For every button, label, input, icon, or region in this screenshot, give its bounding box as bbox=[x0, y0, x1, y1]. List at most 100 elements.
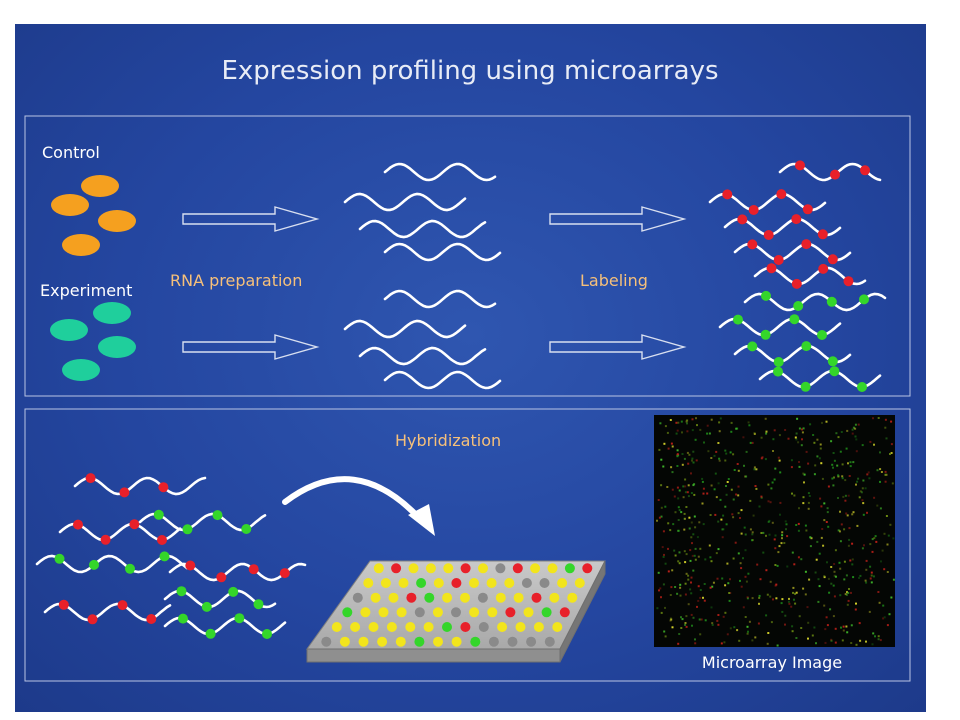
microarray-speckle bbox=[823, 575, 826, 578]
microarray-speckle bbox=[776, 644, 779, 647]
label-dot bbox=[791, 214, 802, 225]
microarray-speckle bbox=[816, 540, 819, 543]
labeling-label: Labeling bbox=[580, 271, 648, 290]
label-dot bbox=[157, 535, 167, 545]
microarray-speckle bbox=[737, 485, 740, 488]
microarray-speckle bbox=[823, 519, 826, 522]
plate-spot bbox=[539, 578, 550, 588]
experiment-cell bbox=[62, 359, 100, 381]
microarray-speckle bbox=[826, 561, 828, 564]
microarray-speckle bbox=[735, 427, 738, 430]
microarray-speckle bbox=[802, 587, 805, 590]
microarray-speckle bbox=[710, 484, 713, 487]
microarray-speckle bbox=[833, 570, 836, 573]
microarray-speckle bbox=[729, 451, 732, 454]
plate-spot bbox=[533, 622, 544, 632]
microarray-speckle bbox=[744, 616, 747, 618]
plate-spot bbox=[414, 607, 425, 618]
microarray-speckle bbox=[755, 468, 758, 471]
microarray-speckle bbox=[660, 611, 663, 614]
microarray-speckle bbox=[754, 485, 757, 487]
microarray-speckle bbox=[891, 482, 894, 485]
microarray-speckle bbox=[718, 421, 721, 424]
microarray-speckle bbox=[690, 592, 693, 595]
microarray-speckle bbox=[843, 528, 846, 531]
microarray-speckle bbox=[784, 520, 787, 523]
plate-spot bbox=[469, 607, 480, 618]
microarray-speckle bbox=[666, 431, 669, 434]
microarray-speckle bbox=[857, 423, 860, 426]
microarray-speckle bbox=[821, 528, 824, 530]
microarray-speckle bbox=[873, 443, 875, 446]
microarray-speckle bbox=[730, 421, 733, 424]
plate-spot bbox=[363, 578, 374, 588]
microarray-image-label: Microarray Image bbox=[702, 653, 842, 672]
microarray-speckle bbox=[709, 514, 712, 516]
microarray-speckle bbox=[890, 443, 893, 446]
microarray-speckle bbox=[717, 614, 720, 616]
microarray-speckle bbox=[797, 556, 800, 559]
microarray-speckle bbox=[694, 642, 697, 645]
microarray-speckle bbox=[747, 572, 750, 575]
plate-spot bbox=[408, 563, 419, 574]
microarray-speckle bbox=[791, 630, 794, 633]
microarray-speckle bbox=[751, 597, 754, 600]
label-dot bbox=[722, 189, 733, 200]
plate-spot bbox=[478, 622, 489, 632]
microarray-speckle bbox=[694, 547, 697, 550]
plate-spot bbox=[495, 592, 506, 603]
microarray-speckle bbox=[793, 494, 796, 497]
plate-spot bbox=[377, 636, 388, 647]
microarray-speckle bbox=[817, 578, 820, 581]
label-dot bbox=[54, 553, 65, 564]
microarray-speckle bbox=[742, 606, 745, 609]
microarray-speckle bbox=[801, 431, 804, 434]
label-dot bbox=[87, 614, 98, 625]
microarray-speckle bbox=[676, 592, 679, 595]
microarray-speckle bbox=[784, 623, 786, 626]
microarray-speckle bbox=[702, 492, 705, 495]
microarray-speckle bbox=[840, 431, 843, 433]
microarray-speckle bbox=[798, 461, 800, 463]
label-dot bbox=[843, 276, 854, 287]
microarray-speckle bbox=[708, 544, 711, 547]
microarray-speckle bbox=[772, 598, 774, 601]
microarray-speckle bbox=[689, 559, 692, 562]
microarray-speckle bbox=[826, 507, 829, 510]
microarray-speckle bbox=[771, 481, 774, 484]
microarray-speckle bbox=[684, 622, 687, 624]
microarray-speckle bbox=[666, 486, 669, 488]
microarray-speckle bbox=[820, 462, 823, 465]
microarray-speckle bbox=[688, 527, 691, 530]
microarray-speckle bbox=[751, 441, 754, 444]
microarray-speckle bbox=[792, 586, 795, 589]
microarray-speckle bbox=[688, 516, 691, 519]
label-dot bbox=[818, 263, 829, 274]
microarray-speckle bbox=[813, 441, 816, 444]
microarray-speckle bbox=[687, 574, 690, 577]
microarray-speckle bbox=[686, 451, 689, 454]
control-cell bbox=[81, 175, 119, 197]
plate-spot bbox=[360, 607, 371, 618]
plate-side bbox=[559, 560, 606, 663]
label-dot bbox=[817, 229, 828, 240]
microarray-speckle bbox=[765, 569, 768, 572]
microarray-speckle bbox=[808, 578, 811, 581]
microarray-speckle bbox=[808, 495, 811, 497]
microarray-speckle bbox=[885, 437, 888, 440]
microarray-speckle bbox=[684, 517, 686, 520]
microarray-speckle bbox=[822, 544, 825, 547]
microarray-speckle bbox=[866, 511, 868, 514]
microarray-speckle bbox=[711, 624, 714, 626]
microarray-speckle bbox=[742, 436, 745, 439]
microarray-speckle bbox=[674, 511, 677, 514]
microarray-speckle bbox=[673, 495, 676, 498]
microarray-speckle bbox=[825, 420, 828, 423]
microarray-speckle bbox=[845, 574, 848, 577]
microarray-speckle bbox=[748, 424, 751, 427]
microarray-speckle bbox=[833, 563, 836, 565]
microarray-speckle bbox=[680, 616, 682, 619]
plate-spot bbox=[544, 636, 555, 647]
microarray-speckle bbox=[794, 436, 797, 439]
rna-strand bbox=[383, 289, 497, 309]
